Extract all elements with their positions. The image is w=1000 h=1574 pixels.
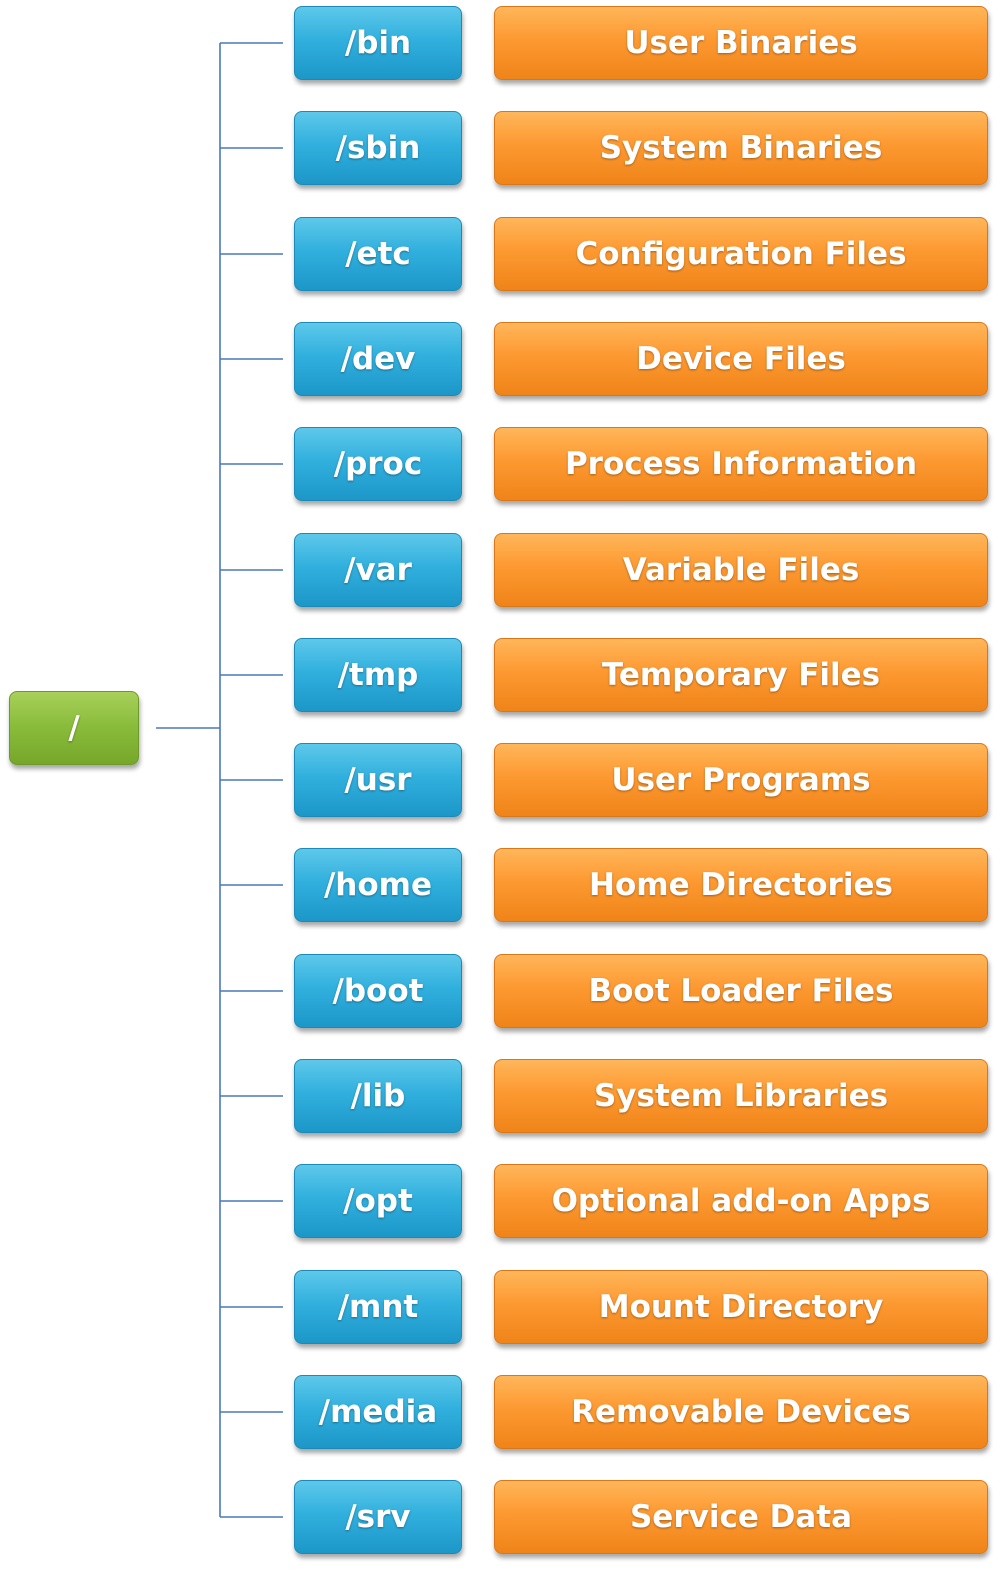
description-node-sbin: System Binaries (494, 111, 988, 185)
description-label: Removable Devices (571, 1394, 911, 1430)
directory-label: /opt (343, 1183, 413, 1219)
description-node-var: Variable Files (494, 533, 988, 607)
directory-label: /boot (332, 973, 424, 1009)
directory-node-tmp: /tmp (294, 638, 462, 712)
description-node-boot: Boot Loader Files (494, 954, 988, 1028)
description-label: Mount Directory (598, 1289, 884, 1325)
directory-node-srv: /srv (294, 1480, 462, 1554)
description-node-etc: Configuration Files (494, 217, 988, 291)
description-label: Boot Loader Files (588, 973, 894, 1009)
description-label: Service Data (629, 1499, 853, 1535)
directory-node-mnt: /mnt (294, 1270, 462, 1344)
directory-node-dev: /dev (294, 322, 462, 396)
description-node-lib: System Libraries (494, 1059, 988, 1133)
description-label: System Libraries (593, 1078, 889, 1114)
description-node-bin: User Binaries (494, 6, 988, 80)
directory-label: /srv (345, 1499, 411, 1535)
directory-label: /home (323, 867, 432, 903)
description-label: System Binaries (599, 130, 883, 166)
directory-node-proc: /proc (294, 427, 462, 501)
description-label: User Programs (611, 762, 871, 798)
description-node-home: Home Directories (494, 848, 988, 922)
root-directory-label: / (68, 710, 80, 746)
description-node-dev: Device Files (494, 322, 988, 396)
description-label: Variable Files (622, 552, 860, 588)
directory-label: /sbin (335, 130, 421, 166)
description-label: Optional add-on Apps (551, 1183, 931, 1219)
description-label: User Binaries (624, 25, 858, 61)
description-node-proc: Process Information (494, 427, 988, 501)
directory-label: /etc (345, 236, 411, 272)
description-label: Device Files (636, 341, 846, 377)
directory-label: /var (344, 552, 412, 588)
description-node-srv: Service Data (494, 1480, 988, 1554)
description-node-media: Removable Devices (494, 1375, 988, 1449)
directory-label: /usr (344, 762, 412, 798)
directory-label: /tmp (337, 657, 419, 693)
directory-node-boot: /boot (294, 954, 462, 1028)
directory-label: /bin (344, 25, 412, 61)
directory-node-usr: /usr (294, 743, 462, 817)
description-label: Process Information (564, 446, 918, 482)
directory-node-sbin: /sbin (294, 111, 462, 185)
directory-node-bin: /bin (294, 6, 462, 80)
directory-node-lib: /lib (294, 1059, 462, 1133)
directory-node-var: /var (294, 533, 462, 607)
directory-label: /dev (340, 341, 416, 377)
description-node-mnt: Mount Directory (494, 1270, 988, 1344)
directory-node-opt: /opt (294, 1164, 462, 1238)
description-node-tmp: Temporary Files (494, 638, 988, 712)
description-node-usr: User Programs (494, 743, 988, 817)
directory-label: /proc (333, 446, 423, 482)
description-node-opt: Optional add-on Apps (494, 1164, 988, 1238)
description-label: Home Directories (589, 867, 893, 903)
directory-node-media: /media (294, 1375, 462, 1449)
root-directory-node: / (9, 691, 139, 765)
directory-node-etc: /etc (294, 217, 462, 291)
directory-label: /mnt (337, 1289, 419, 1325)
directory-label: /lib (350, 1078, 406, 1114)
directory-label: /media (318, 1394, 438, 1430)
directory-node-home: /home (294, 848, 462, 922)
description-label: Temporary Files (601, 657, 881, 693)
description-label: Configuration Files (575, 236, 907, 272)
